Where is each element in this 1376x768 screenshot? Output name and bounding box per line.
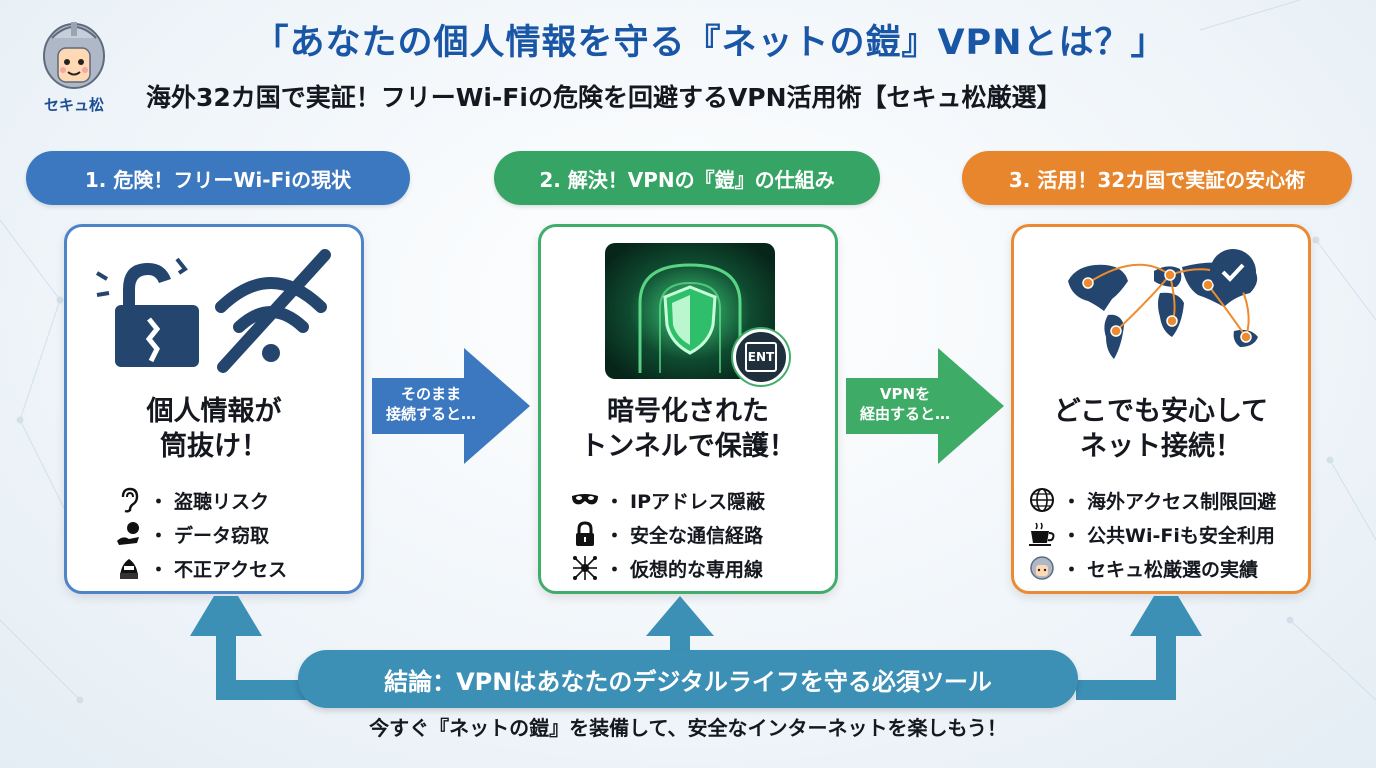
ent-badge: ENT [733,329,789,385]
shield-tunnel-icon [605,243,775,379]
list-item: ・海外アクセス制限回避 [1028,483,1276,517]
globe-icon [1028,486,1056,514]
list-item: ・公共Wi-Fiも安全利用 [1028,517,1276,551]
list-item: ・セキュ松厳選の実績 [1028,551,1276,585]
page-subtitle: 海外32カ国で実証！フリーWi-Fiの危険を回避するVPN活用術【セキュ松厳選】 [146,83,1062,112]
stealing-hand-icon [115,520,143,548]
mask-icon [571,486,599,514]
danger-headline: 個人情報が 筒抜け！ [146,396,282,462]
usage-card: どこでも安心して ネット接続！ ・海外アクセス制限回避 ・公共Wi-Fiも安全利… [1011,224,1311,594]
list-item: ・データ窃取 [115,517,287,551]
page-title: 「あなたの個人情報を守る『ネットの鎧』VPNとは？」 [253,23,1167,63]
arrow-right-1 [372,348,530,464]
verified-check-icon [1210,249,1256,295]
coffee-icon [1028,520,1056,548]
feedback-arrows [190,596,1202,700]
list-item: ・仮想的な専用線 [571,551,765,585]
step-2-pill: 2. 解決！VPNの『鎧』の仕組み [494,151,880,205]
danger-card: 個人情報が 筒抜け！ ・盗聴リスク ・データ窃取 ・不正アクセス [64,224,364,594]
arrow-right-2 [846,348,1004,464]
ear-icon [115,486,143,514]
list-item: ・安全な通信経路 [571,517,765,551]
mascot-label: セキュ松 [43,96,104,114]
usage-headline: どこでも安心して ネット接続！ [1053,396,1269,462]
knight-mascot-icon [43,22,105,89]
footer-message: 今すぐ『ネットの鎧』を装備して、安全なインターネットを楽しもう！ [369,716,1007,740]
hacker-icon [115,554,143,582]
arrow-1-label: そのまま 接続すると… [385,385,476,424]
step-3-pill: 3. 活用！32カ国で実証の安心術 [962,151,1352,205]
mascot-icon [1028,554,1056,582]
network-icon [571,554,599,582]
conclusion-banner: 結論：VPNはあなたのデジタルライフを守る必須ツール [298,650,1078,708]
step-1-pill: 1. 危険！フリーWi-Fiの現状 [26,151,410,205]
arrow-2-label: VPNを 経由すると… [859,385,950,424]
list-item: ・盗聴リスク [115,483,287,517]
list-item: ・不正アクセス [115,551,287,585]
broken-lock-wifi-icon [95,249,331,373]
lock-icon [571,520,599,548]
list-item: ・IPアドレス隠蔽 [571,483,765,517]
solution-card: ENT 暗号化された トンネルで保護！ ・IPアドレス隠蔽 ・安全な通信経路 ・… [538,224,838,594]
solution-headline: 暗号化された トンネルで保護！ [580,396,796,462]
